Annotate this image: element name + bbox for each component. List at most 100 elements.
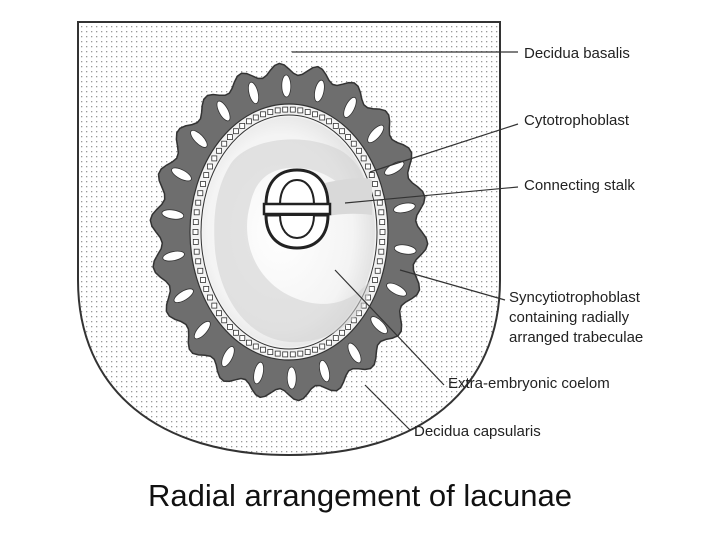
cytotrophoblast-cell (193, 248, 200, 255)
cytotrophoblast-cell (203, 285, 210, 292)
label-connecting-stalk: Connecting stalk (524, 177, 635, 194)
cytotrophoblast-cell (365, 163, 371, 170)
lacuna (161, 209, 185, 220)
label-syncytiotrophoblast-line2: containing radially (509, 309, 630, 326)
cytotrophoblast-cell (239, 123, 246, 129)
cytotrophoblast-cell (378, 209, 385, 216)
cytotrophoblast-cell (345, 134, 352, 141)
cytotrophoblast-cell (356, 147, 362, 154)
cytotrophoblast-cell (379, 229, 386, 235)
leader-lines (292, 51, 519, 431)
lacuna (162, 250, 185, 262)
label-cytotrophoblast: Cytotrophoblast (524, 112, 630, 129)
cytotrophoblast-cell (203, 172, 210, 179)
cytotrophoblast-cell (332, 335, 339, 342)
cytotrophoblast-cell (260, 346, 266, 353)
lacuna (347, 342, 362, 364)
lacuna (281, 74, 292, 98)
lacuna (367, 124, 385, 144)
lacuna (318, 359, 331, 383)
cytotrophoblast-cell (282, 106, 289, 113)
extraembryonic-mesoderm-shading (214, 139, 371, 343)
cytotrophoblast-cell (197, 190, 204, 197)
leader-cytotrophoblast (369, 123, 519, 173)
cytotrophoblast-cell (319, 114, 326, 121)
cytotrophoblast-cell (297, 107, 304, 114)
diagram: Decidua basalis Cytotrophoblast Connecti… (77, 21, 643, 457)
cytotrophoblast-cell (221, 317, 228, 324)
cytotrophoblast-cell (374, 190, 381, 197)
cytotrophoblast-cell (360, 155, 367, 162)
cytotrophoblast-cell (339, 128, 346, 135)
lacunae-group (161, 74, 417, 390)
lacuna (393, 202, 416, 214)
cytotrophoblast-cell (252, 343, 259, 350)
cytotrophoblast-cell (274, 107, 281, 114)
caption: Radial arrangement of lacunae (148, 478, 572, 513)
cytotrophoblast-cell (207, 294, 213, 301)
cytotrophoblast-cell (211, 302, 218, 309)
leader-coelom (334, 269, 445, 386)
cytotrophoblast-cell (260, 111, 266, 118)
cytotrophoblast-cell (339, 329, 346, 336)
cytotrophoblast-cell (207, 163, 213, 170)
embryonic-disc (262, 168, 332, 250)
cytotrophoblast-cell (304, 349, 311, 355)
cytotrophoblast-cell (192, 238, 199, 245)
cytotrophoblast-cell (197, 267, 204, 274)
cytotrophoblast-cell (372, 181, 378, 187)
cytotrophoblast-cell (372, 277, 378, 283)
cytotrophoblast-cell (245, 339, 252, 346)
label-extra-embryonic-coelom: Extra-embryonic coelom (448, 375, 610, 392)
cytotrophoblast-cell (326, 339, 333, 346)
lacuna (193, 320, 211, 340)
cytotrophoblast-cell (304, 109, 311, 115)
lacuna (190, 130, 208, 148)
label-decidua-basalis: Decidua basalis (524, 45, 630, 62)
cytotrophoblast-cell (226, 134, 233, 141)
cytotrophoblast-cell (379, 219, 386, 226)
lacuna (171, 167, 192, 182)
lacuna (314, 79, 325, 103)
cytotrophoblast-cell (226, 323, 233, 330)
cytotrophoblast-cell (193, 209, 200, 216)
cytotrophoblast-cells (192, 106, 386, 358)
cytotrophoblast-cell (376, 258, 383, 265)
label-syncytiotrophoblast-line1: Syncytiotrophoblast (509, 289, 641, 306)
cytotrophoblast-cell (332, 123, 339, 129)
label-syncytiotrophoblast-line3: arranged trabeculae (509, 329, 643, 346)
lacuna (247, 81, 260, 105)
cytotrophoblast-cell (267, 349, 274, 355)
cytotrophoblast-cell (289, 351, 296, 358)
lacuna (173, 288, 194, 303)
leader-decidua-capsularis (364, 384, 411, 431)
cytotrophoblast-cell (192, 229, 199, 235)
lacuna (221, 346, 235, 368)
lacuna (253, 361, 264, 385)
cytotrophoblast-cell (282, 351, 289, 358)
cytotrophoblast-cell (374, 267, 381, 274)
cytotrophoblast-cell (368, 285, 375, 292)
cytotrophoblast-cell (192, 219, 199, 226)
leader-syncytiotrophoblast (399, 269, 506, 301)
label-decidua-capsularis: Decidua capsularis (414, 423, 541, 440)
cytotrophoblast-cell (195, 258, 202, 265)
lacuna (343, 96, 357, 118)
cytotrophoblast-cell (232, 329, 239, 336)
cytotrophoblast-cell (267, 109, 274, 115)
cytotrophoblast-cell (216, 310, 222, 317)
cytotrophoblast-cell (239, 335, 246, 342)
cytotrophoblast-cell (252, 114, 259, 121)
cytotrophoblast-cell (312, 346, 318, 353)
cytotrophoblast-cell (221, 140, 228, 147)
lacuna (393, 244, 417, 255)
cytotrophoblast-cell (350, 140, 357, 147)
lacuna (370, 316, 388, 334)
cytotrophoblast-cell (319, 343, 326, 350)
leader-connecting-stalk (344, 186, 519, 204)
cytotrophoblast-cell (376, 199, 383, 206)
cytotrophoblast-cell (216, 147, 222, 154)
cytotrophoblast-cell (245, 118, 252, 125)
cytotrophoblast-cell (326, 118, 333, 125)
cytotrophoblast-cell (289, 106, 296, 113)
